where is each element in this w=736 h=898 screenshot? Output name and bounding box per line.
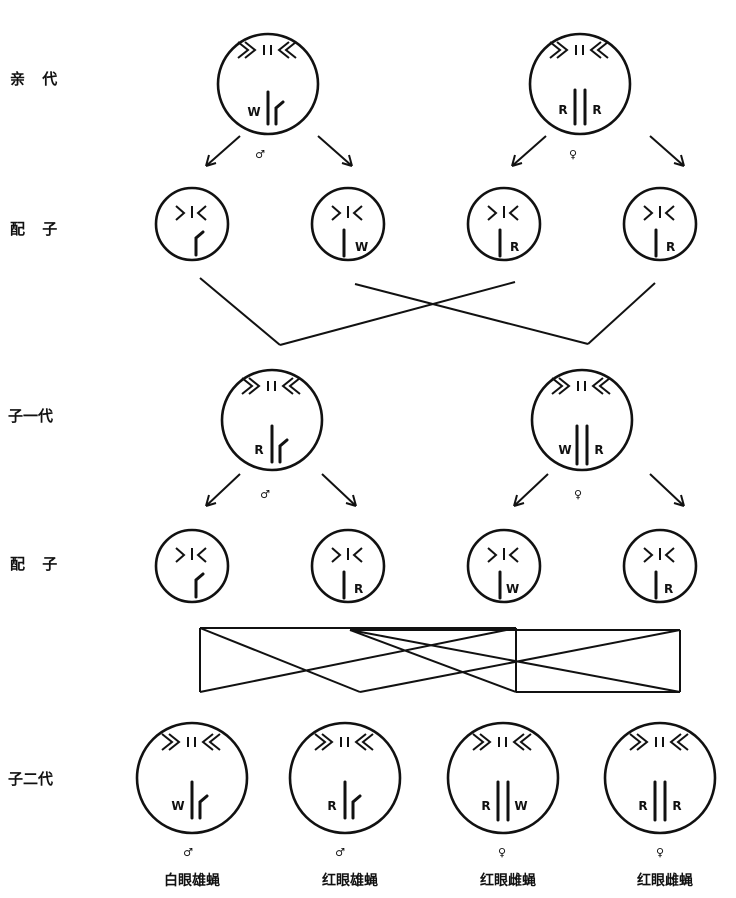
f2-cell-4: R R ♀ xyxy=(603,721,717,859)
f2-cell-2: R ♂ xyxy=(288,721,402,859)
gamete-2-3-allele: W xyxy=(506,582,519,596)
f1-male-allele: R xyxy=(254,443,263,457)
parent-male-sex-symbol: ♂ xyxy=(255,148,265,161)
arrows-f1-to-gametes xyxy=(205,473,685,507)
parent-male-allele: W xyxy=(247,105,260,119)
f2-1-allele: W xyxy=(171,799,184,813)
f2-2-sex-symbol: ♂ xyxy=(335,846,345,859)
gamete-2-1 xyxy=(154,528,230,604)
parent-female-cell: R R ♀ xyxy=(528,32,632,161)
f1-male-sex-symbol: ♂ xyxy=(260,488,270,501)
f2-4-right-allele: R xyxy=(672,799,681,813)
f2-2-allele: R xyxy=(327,799,336,813)
f1-male-cell: R ♂ xyxy=(220,368,324,501)
gamete-2-2-allele: R xyxy=(354,582,363,596)
f2-cell-3: R W ♀ xyxy=(446,721,560,859)
gamete-2-4: R xyxy=(622,528,698,604)
f2-3-left-allele: R xyxy=(481,799,490,813)
gamete-2-4-allele: R xyxy=(664,582,673,596)
f2-1-sex-symbol: ♂ xyxy=(183,846,193,859)
cross-lines-1 xyxy=(199,277,656,346)
f2-3-caption: 红眼雌蝇 xyxy=(480,873,536,889)
gamete-1-2-allele: W xyxy=(355,240,368,254)
f2-3-sex-symbol: ♀ xyxy=(498,846,506,859)
f2-2-caption: 红眼雄蝇 xyxy=(322,873,378,889)
f1-female-sex-symbol: ♀ xyxy=(574,488,582,501)
gamete-1-4: R xyxy=(622,186,698,262)
label-gametes-1: 配 子 xyxy=(10,220,64,238)
parent-female-sex-symbol: ♀ xyxy=(569,148,577,161)
cross-lines-2 xyxy=(199,627,681,693)
f2-1-caption: 白眼雄蝇 xyxy=(164,873,220,889)
label-f1: 子一代 xyxy=(8,407,54,425)
f2-cell-1: W ♂ xyxy=(135,721,249,859)
f2-3-right-allele: W xyxy=(514,799,527,813)
parent-male-cell: W ♂ xyxy=(216,32,320,161)
gamete-1-1 xyxy=(154,186,230,262)
parent-female-left-allele: R xyxy=(558,103,567,117)
gamete-1-3: R xyxy=(466,186,542,262)
f2-4-left-allele: R xyxy=(638,799,647,813)
f2-4-caption: 红眼雌蝇 xyxy=(637,873,693,889)
gamete-2-3: W xyxy=(466,528,542,604)
label-parents: 亲 代 xyxy=(10,70,64,88)
f1-female-cell: W R ♀ xyxy=(530,368,634,501)
arrows-parents-to-gametes xyxy=(205,135,685,167)
gamete-1-3-allele: R xyxy=(510,240,519,254)
gamete-1-4-allele: R xyxy=(666,240,675,254)
f1-female-right-allele: R xyxy=(594,443,603,457)
f2-4-sex-symbol: ♀ xyxy=(656,846,664,859)
label-f2: 子二代 xyxy=(8,770,54,788)
parent-female-right-allele: R xyxy=(592,103,601,117)
gamete-1-2: W xyxy=(310,186,386,262)
label-gametes-2: 配 子 xyxy=(10,555,64,573)
gamete-2-2: R xyxy=(310,528,386,604)
f1-female-left-allele: W xyxy=(558,443,571,457)
